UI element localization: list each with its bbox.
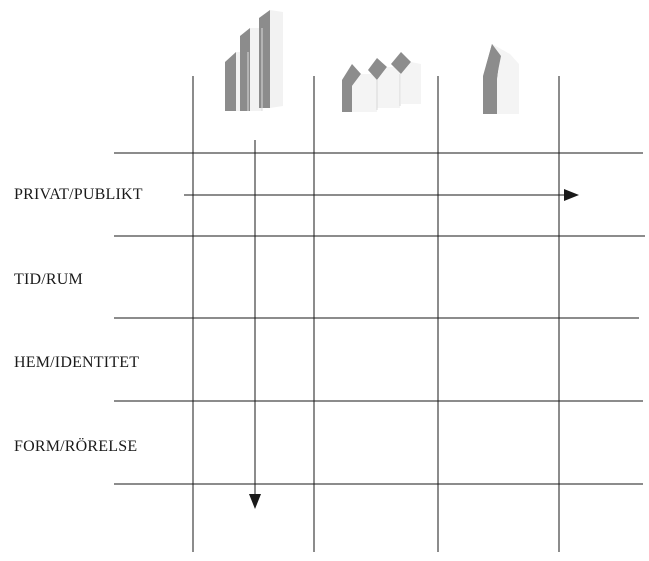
horizontal-gridlines [114, 152, 645, 485]
row-label-form-rorelse: FORM/RÖRELSE [14, 438, 138, 455]
arrowhead-right [564, 189, 579, 201]
row-label-hem-identitet: HEM/IDENTITET [14, 354, 140, 371]
vertical-gridlines [192, 76, 560, 552]
tall-buildings-icon [225, 10, 283, 111]
row-label-tid-rum: TID/RUM [14, 271, 83, 288]
row-label-privat-publikt: PRIVAT/PUBLIKT [14, 186, 143, 203]
horizontal-arrow [184, 189, 579, 201]
row-houses-icon [342, 52, 421, 112]
arrowhead-down [249, 494, 261, 509]
single-house-icon [483, 44, 519, 114]
vertical-arrow [249, 140, 261, 509]
